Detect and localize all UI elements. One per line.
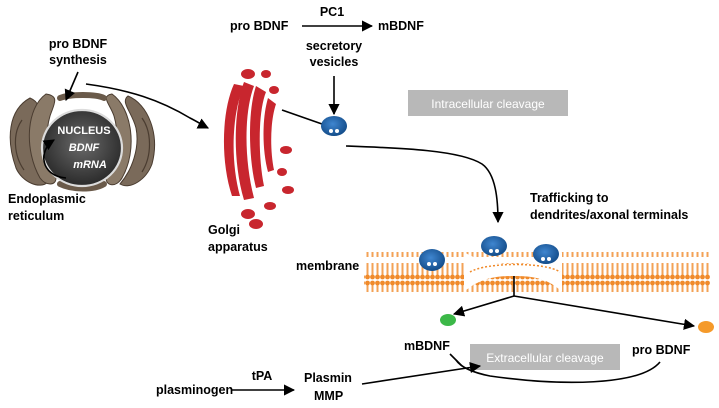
plasminogen-label: plasminogen	[156, 383, 233, 397]
pro-to-mature-conversion	[455, 359, 661, 384]
trafficking-arrow	[345, 145, 504, 224]
extracellular-cleavage-box: Extracellular cleavage	[470, 344, 620, 370]
mrna-loop-arrow	[42, 139, 67, 179]
secretory-vesicle	[321, 116, 347, 136]
mbdnf-top-label: mBDNF	[378, 19, 424, 33]
nucleus: NUCLEUS BDNF mRNA	[40, 108, 124, 188]
extracellular-cleavage-label: Extracellular cleavage	[486, 351, 604, 365]
er-label: Endoplasmic	[8, 192, 86, 206]
golgi-label: Golgi	[208, 223, 240, 237]
mbdnf-molecule	[440, 314, 456, 326]
apparatus-label: apparatus	[208, 240, 268, 254]
reticulum-label: reticulum	[8, 209, 64, 223]
mmp-label: MMP	[314, 389, 343, 403]
membrane-label: membrane	[296, 259, 359, 273]
release-arrow-probdnf	[513, 295, 696, 330]
pc1-label: PC1	[320, 5, 344, 19]
vesicles-label: vesicles	[310, 55, 359, 69]
pro-bdnf-synthesis-label: pro BDNF	[49, 37, 108, 51]
docking-vesicle-right	[533, 244, 559, 264]
secretory-label: secretory	[306, 39, 362, 53]
release-arrow-mbdnf	[452, 295, 515, 317]
pro-bdnf-top-label: pro BDNF	[230, 19, 289, 33]
mbdnf-bottom-label: mBDNF	[404, 339, 450, 353]
pro-bdnf-bottom-label: pro BDNF	[632, 343, 691, 357]
bdnf-gene-label: BDNF	[69, 142, 100, 154]
dendrites-label: dendrites/axonal terminals	[530, 208, 688, 222]
nucleus-label: NUCLEUS	[57, 125, 110, 137]
trafficking-label: Trafficking to	[530, 191, 609, 205]
golgi-to-vesicle-line	[281, 109, 323, 125]
plasmin-label: Plasmin	[304, 371, 352, 385]
intracellular-cleavage-box: Intracellular cleavage	[408, 90, 568, 116]
intracellular-cleavage-label: Intracellular cleavage	[431, 97, 545, 111]
docking-vesicle-center	[481, 236, 507, 256]
synthesis-label: synthesis	[49, 53, 107, 67]
conversion-bar	[449, 353, 463, 367]
tpa-label: tPA	[252, 369, 273, 383]
pro-bdnf-molecule	[698, 321, 714, 333]
synthesis-arrow	[64, 71, 79, 102]
plasmin-to-cleavage-arrow	[361, 361, 482, 385]
er-to-golgi-arrow	[85, 83, 210, 129]
docking-vesicle-left	[419, 249, 445, 271]
mrna-label: mRNA	[73, 159, 107, 171]
golgi-apparatus	[223, 69, 294, 229]
